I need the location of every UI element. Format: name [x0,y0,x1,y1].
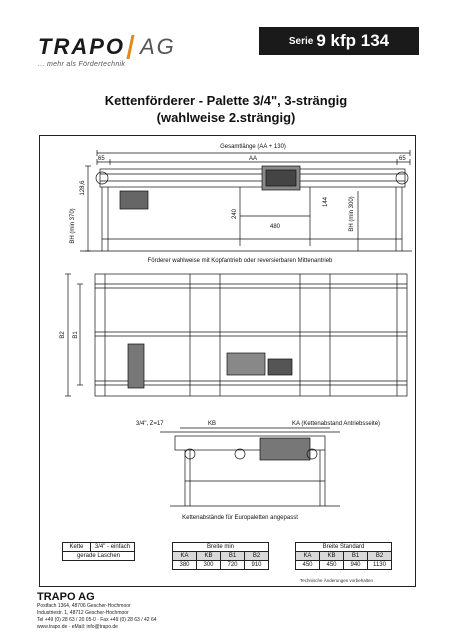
footer-company-name: TRAPO AG [37,591,95,603]
table-header: KA [295,551,320,561]
footer: TRAPO AG Postfach 1364, 48706 Gescher-Ho… [37,591,157,631]
page-title: Kettenförderer - Palette 3/4", 3-strängi… [104,93,348,108]
dim-bh-right: BH (min 300) [349,196,355,231]
front-view [160,427,340,507]
table-cell: 720 [220,560,245,570]
table-title: Breite Standard [295,542,392,552]
drawing-canvas: Gesamtlänge (AA + 130) AA 65 65 128,6 BH… [60,144,412,521]
table-header: KB [319,551,344,561]
label-ka: KA (Kettenabstand Antriebsseite) [292,421,380,427]
table-row: KA KB B1 B2 [172,551,269,561]
footer-phone-fax: Tel +49 (0) 28 63 / 20 05-0 · Fax +49 (0… [37,617,157,623]
caption-drive: Förderer wahlweise mit Kopfantrieb oder … [148,258,333,264]
table-header: KB [196,551,221,561]
footer-web-email: www.trapo.de · eMail: info@trapo.de [37,624,118,630]
dim-aa: AA [249,156,257,162]
table-header: KA [172,551,197,561]
table-row: Kette 3/4" - einfach [62,542,135,552]
table-title: Breite min [172,542,269,552]
table-row: Breite min [172,542,269,552]
logo-suffix: AG [140,34,176,59]
logo-tagline: ... mehr als Fördertechnik [38,61,126,68]
table-cell: 3/4" - einfach [90,542,135,552]
dim-144: 144 [323,196,329,207]
table-cell: gerade Laschen [62,551,135,561]
chain-table: Kette 3/4" - einfach gerade Laschen [62,542,135,561]
dim-65-right: 65 [399,156,406,162]
dim-b1: B1 [73,331,79,339]
disclaimer-note: Technische Änderungen vorbehalten [300,578,374,583]
table-cell: 450 [319,560,344,570]
table-row: gerade Laschen [62,551,135,561]
table-header: B1 [343,551,368,561]
table-cell: 300 [196,560,221,570]
table-cell: 940 [343,560,368,570]
breite-standard-table: Breite Standard KA KB B1 B2 450 450 940 … [295,542,392,570]
dim-b2: B2 [60,331,66,339]
page-subtitle: (wahlweise 2.strängig) [156,110,296,125]
table-cell: 910 [244,560,269,570]
footer-street-address: Industriestr. 1, 48712 Gescher-Hochmoor [37,610,129,616]
dim-128-6: 128,6 [80,180,86,196]
table-row: Breite Standard [295,542,392,552]
table-cell: 380 [172,560,197,570]
top-view [65,273,408,397]
breite-min-table: Breite min KA KB B1 B2 380 300 720 910 [172,542,269,570]
table-header: B2 [367,551,392,561]
series-badge: Serie 9 kfp 134 [259,27,419,55]
caption-spacing: Kettenabstände für Europaletten angepass… [182,515,298,521]
label-kb: KB [208,421,216,427]
table-cell: Kette [62,542,91,552]
label-chain: 3/4", Z=17 [136,421,164,427]
series-number: 9 kfp 134 [316,31,390,50]
table-row: 380 300 720 910 [172,560,269,570]
table-header: B2 [244,551,269,561]
table-cell: 1130 [367,560,392,570]
logo-word: TRAPO [38,34,125,59]
dim-bh-left: BH (min 370) [70,208,76,243]
table-header: B1 [220,551,245,561]
dim-240: 240 [232,208,238,219]
table-row: KA KB B1 B2 [295,551,392,561]
dim-65-left: 65 [98,156,105,162]
side-view [80,150,412,252]
dim-total-length: Gesamtlänge (AA + 130) [220,144,286,150]
table-cell: 450 [295,560,320,570]
table-row: 450 450 940 1130 [295,560,392,570]
dim-480: 480 [270,224,281,230]
technical-drawing: Gesamtlänge (AA + 130) AA 65 65 128,6 BH… [39,135,416,587]
logo-wordmark: TRAPO AG [38,34,176,60]
series-label: Serie [288,35,314,47]
logo-accent-bar [126,35,135,59]
footer-postal-address: Postfach 1364, 48706 Gescher-Hochmoor [37,603,131,609]
company-logo: TRAPO AG ... mehr als Fördertechnik [38,34,176,68]
